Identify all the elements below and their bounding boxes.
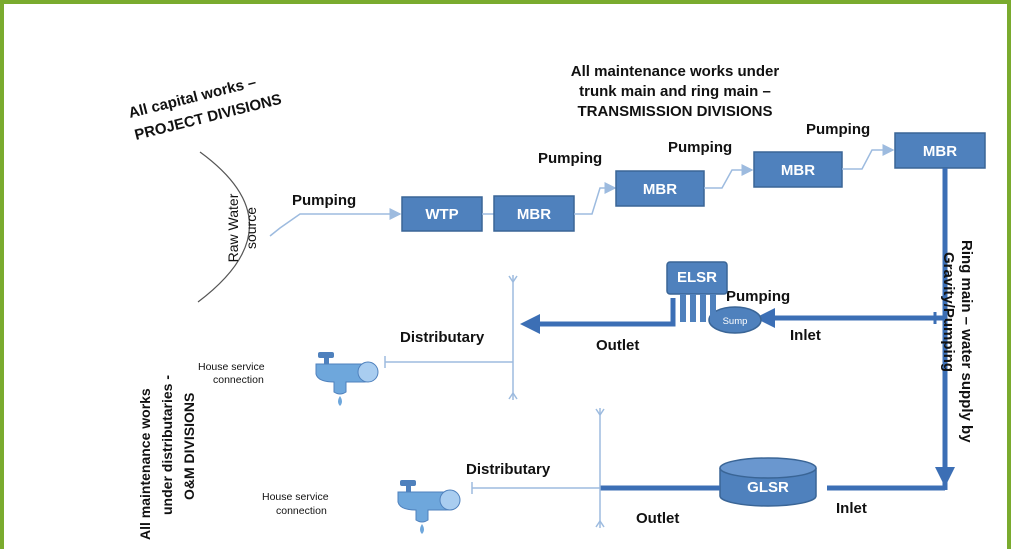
house-service-bottom-line2: connection [276,505,327,517]
distributary-label-top: Distributary [400,329,485,346]
outlet-label-top: Outlet [596,337,639,354]
om-label-line2: under distributaries - [159,375,175,515]
raw-water-line2: source [243,207,259,249]
transmission-label-line2: trunk main and ring main – [579,83,771,100]
elsr-label: ELSR [677,269,717,286]
om-label-line3: O&M DIVISIONS [181,393,197,500]
outlet-pipe-top [520,298,676,334]
mbr2-label: MBR [643,181,677,198]
raw-water-line1: Raw Water [225,193,241,262]
mbr2-to-mbr3-pipe [704,164,754,189]
distributary-label-bottom: Distributary [466,461,551,478]
sump-label: Sump [723,316,748,327]
ring-main-label-line2: Gravity/Pumping [940,252,957,372]
house-service-top-line2: connection [213,374,264,386]
distributary-bottom-arrow-up [595,408,605,416]
distributary-top-arrow-down [508,392,518,400]
mbr3-box [753,151,843,188]
faucet-icon-bottom [397,480,461,534]
faucet-icon-top [315,352,379,406]
mbr1-to-mbr2-pipe [574,182,617,215]
om-label-line1: All maintenance works [137,388,153,540]
sump-tank [708,306,762,334]
source-to-wtp-pipe [269,208,402,237]
mbr4-label: MBR [923,143,957,160]
elsr-leg-3 [700,294,706,322]
elsr-leg-4 [710,294,716,322]
house-service-bottom-line1: House service [262,491,329,503]
house-service-top-line1: House service [198,361,265,373]
pumping-label-mbr2: Pumping [538,150,602,167]
raw-water-source-arc [197,151,250,303]
elsr-tank [666,261,728,295]
glsr-label: GLSR [747,479,789,496]
ring-main-label-line1: Ring main – water supply by [958,240,975,443]
transmission-label-line3: TRANSMISSION DIVISIONS [577,103,772,120]
transmission-label-line1: All maintenance works under [571,63,780,80]
mbr3-label: MBR [781,162,815,179]
distributary-top-arrow-up [508,275,518,283]
inlet-label-bottom: Inlet [836,500,867,517]
glsr-tank-top [719,457,817,479]
wtp-label: WTP [425,206,458,223]
pumping-label-elsr: Pumping [726,288,790,305]
pumping-label-mbr4: Pumping [806,121,870,138]
elsr-leg-1 [680,294,686,322]
inlet-label-top: Inlet [790,327,821,344]
glsr-tank-body [719,468,817,507]
mbr1-label: MBR [517,206,551,223]
om-divisions-label: All maintenance works under distributari… [137,375,197,540]
mbr4-box [894,132,986,169]
raw-water-source-label: Raw Water source [225,193,259,262]
pumping-label-mbr3: Pumping [668,139,732,156]
mbr1-box [493,195,575,232]
mbr3-to-mbr4-pipe [842,144,895,170]
distributary-bottom-arrow-down [595,520,605,528]
pumping-label-source: Pumping [292,192,356,209]
ring-main-label: Ring main – water supply by Gravity/Pump… [940,240,975,443]
outlet-label-bottom: Outlet [636,510,679,527]
elsr-leg-2 [690,294,696,322]
